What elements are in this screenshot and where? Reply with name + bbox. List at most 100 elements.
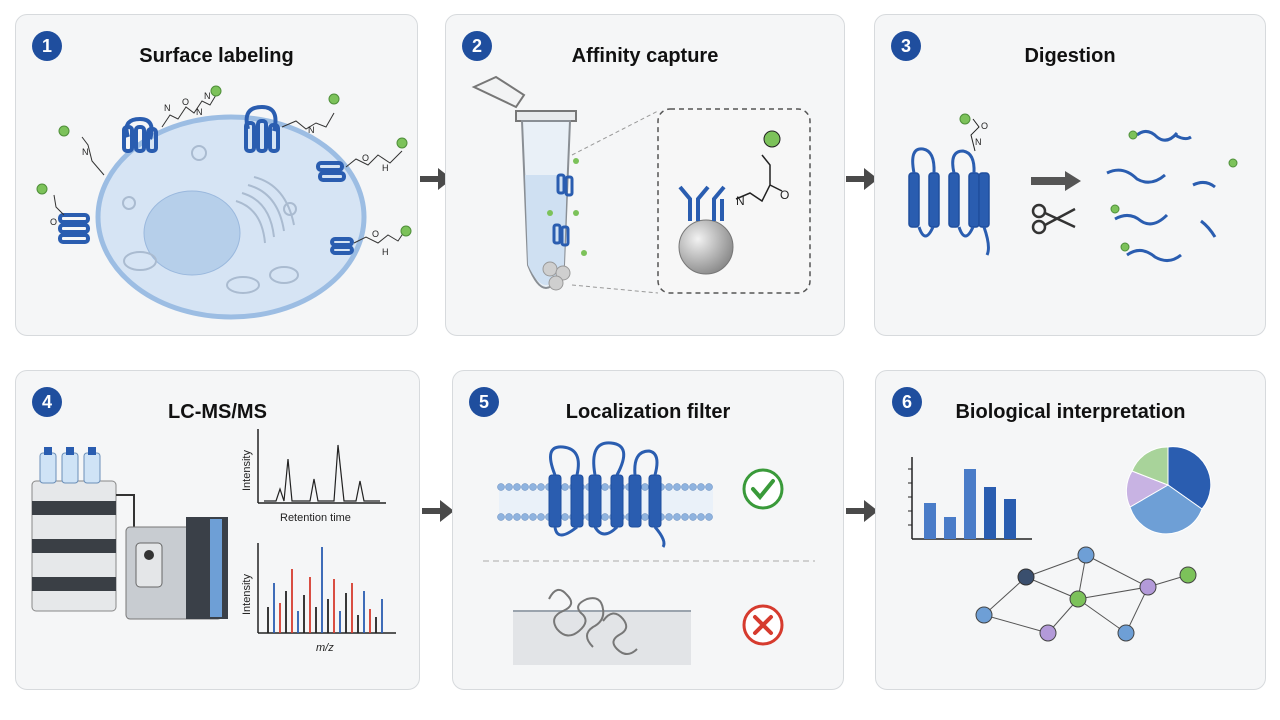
mitochondria: [122, 145, 299, 294]
atom-o: O: [50, 217, 57, 227]
atom-n: N: [308, 125, 315, 135]
panel-affinity-capture: 2 Affinity capture N O: [445, 14, 845, 336]
panel-biological-interpretation: 6 Biological interpretation: [875, 370, 1266, 690]
arrow-right-icon: [422, 500, 454, 522]
lipid-head: [497, 483, 505, 491]
panel-lcms: 4 LC-MS/MS Intensity Retention time: [15, 370, 420, 690]
capture-illustration: N O: [471, 75, 811, 294]
arrow-right-icon: [846, 168, 878, 190]
atom-h: H: [382, 247, 389, 257]
lcms-illustration: Intensity Retention time Intensity m/z: [31, 429, 396, 654]
step-badge-1: 1: [32, 31, 62, 61]
lipid-head: [601, 513, 609, 521]
lipid-head: [673, 483, 681, 491]
cross-icon: [742, 604, 784, 646]
panel-title-2: Affinity capture: [571, 45, 719, 67]
membrane-protein: [908, 172, 990, 228]
label-tags: [36, 85, 412, 237]
step-badge-5: 5: [469, 387, 499, 417]
lipid-head: [505, 513, 513, 521]
panel-digestion: 3 Digestion N O: [874, 14, 1266, 336]
microtube-icon: [471, 75, 577, 289]
filter-illustration: [483, 441, 815, 665]
lipid-head: [681, 483, 689, 491]
panel-title-4: LC-MS/MS: [168, 401, 267, 423]
antibody-icon: [678, 185, 726, 221]
golgi-apparatus: [235, 176, 295, 244]
cell-nucleus: [143, 190, 241, 276]
atom-h: H: [382, 163, 389, 173]
lipid-head: [513, 513, 521, 521]
lipid-head: [537, 483, 545, 491]
lipid-head: [697, 483, 705, 491]
panel-title-3: Digestion: [1024, 45, 1116, 67]
lipid-head: [689, 483, 697, 491]
atom-o: O: [372, 229, 379, 239]
mass-spectrometer: [125, 517, 228, 620]
check-icon: [742, 468, 784, 510]
atom-n: N: [82, 147, 89, 157]
panel-title-5: Localization filter: [565, 401, 731, 423]
lipid-head: [561, 483, 569, 491]
step-badge-6: 6: [892, 387, 922, 417]
lipid-head: [521, 513, 529, 521]
peptide-fragments: [1106, 130, 1217, 262]
arrow-right-icon: [420, 168, 452, 190]
lipid-head: [689, 513, 697, 521]
mass-spectrum-chart: [257, 543, 396, 634]
arrow-right-icon: [846, 500, 878, 522]
atom-n: N: [164, 103, 171, 113]
chemical-linkers: [53, 94, 407, 244]
atom-o: O: [182, 97, 189, 107]
lipid-head: [641, 483, 649, 491]
lipid-head: [705, 483, 713, 491]
panel-localization-filter: 5 Localization filter: [452, 370, 844, 690]
atom-n: N: [204, 91, 211, 101]
bar-chart-icon: [908, 457, 1032, 540]
beads: [542, 261, 571, 291]
step-badge-3: 3: [891, 31, 921, 61]
cell-illustration: N O N N N O H N O O H: [36, 85, 412, 320]
panel-title-1: Surface labeling: [139, 45, 294, 67]
atom-n: N: [736, 194, 745, 208]
lipid-head: [681, 513, 689, 521]
lipid-head: [497, 513, 505, 521]
lipid-head: [529, 513, 537, 521]
lipid-head: [641, 513, 649, 521]
lipid-head: [521, 483, 529, 491]
lipid-head: [705, 513, 713, 521]
scissors-icon: [1031, 203, 1076, 235]
lipid-head: [697, 513, 705, 521]
lipid-head: [537, 513, 545, 521]
chromatogram-chart: [257, 429, 386, 504]
lipid-head: [561, 513, 569, 521]
lipid-head: [601, 483, 609, 491]
transmembrane-protein: [548, 441, 666, 548]
lipid-head: [673, 513, 681, 521]
soluble-protein: [548, 588, 638, 655]
label-tag: [763, 130, 781, 148]
panel-surface-labeling: 1 Surface labeling: [15, 14, 418, 336]
lipid-head: [505, 483, 513, 491]
spectrum-x-label: m/z: [316, 642, 334, 654]
atom-o: O: [780, 188, 789, 202]
panel-title-6: Biological interpretation: [955, 401, 1186, 423]
lipid-head: [665, 513, 673, 521]
atom-o: O: [362, 153, 369, 163]
interpretation-illustration: [908, 446, 1212, 642]
magnetic-bead: [678, 219, 734, 275]
lipid-head: [513, 483, 521, 491]
lipid-bilayer: [497, 483, 713, 521]
spectrum-y-label: Intensity: [241, 574, 253, 615]
lipid-head: [665, 483, 673, 491]
step-badge-4: 4: [32, 387, 62, 417]
captured-proteins: [552, 173, 574, 247]
step-badge-2: 2: [462, 31, 492, 61]
chromatogram-x-label: Retention time: [280, 512, 351, 524]
atom-n: N: [196, 107, 203, 117]
digestion-illustration: N O: [908, 113, 1238, 262]
surface-proteins: [58, 104, 354, 255]
network-graph-icon: [975, 546, 1197, 642]
arrow-right-icon: [1031, 171, 1081, 191]
chromatogram-y-label: Intensity: [241, 450, 253, 491]
